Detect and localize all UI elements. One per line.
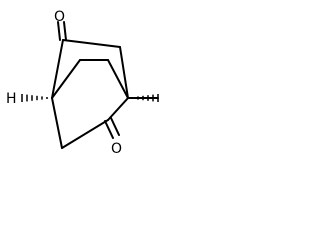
bond-co-top-2 xyxy=(63,21,67,41)
hashed-wedge-h xyxy=(21,94,48,102)
bond-c3-bridgehead-right xyxy=(119,46,129,99)
molecule-structure: O O H xyxy=(6,9,159,157)
oxygen-bottom-label: O xyxy=(111,141,122,157)
bond-c2-c3 xyxy=(62,39,121,48)
hashed-wedge-methyl xyxy=(132,94,159,102)
hydrogen-left-label: H xyxy=(6,91,17,107)
bond-bridgehead-left-c2 xyxy=(51,39,64,99)
bond-c8-bridgehead-right xyxy=(107,59,129,99)
bond-c5-bridgehead-right xyxy=(107,97,129,121)
bond-bridgehead-left-c6 xyxy=(51,97,63,149)
bond-co-bottom-2 xyxy=(110,117,120,136)
oxygen-top-label: O xyxy=(54,9,65,25)
bond-c6-c5 xyxy=(61,119,109,149)
bond-co-bottom-1 xyxy=(104,120,114,139)
bond-bridgehead-left-c7 xyxy=(51,59,81,99)
bond-co-top-1 xyxy=(57,21,61,41)
